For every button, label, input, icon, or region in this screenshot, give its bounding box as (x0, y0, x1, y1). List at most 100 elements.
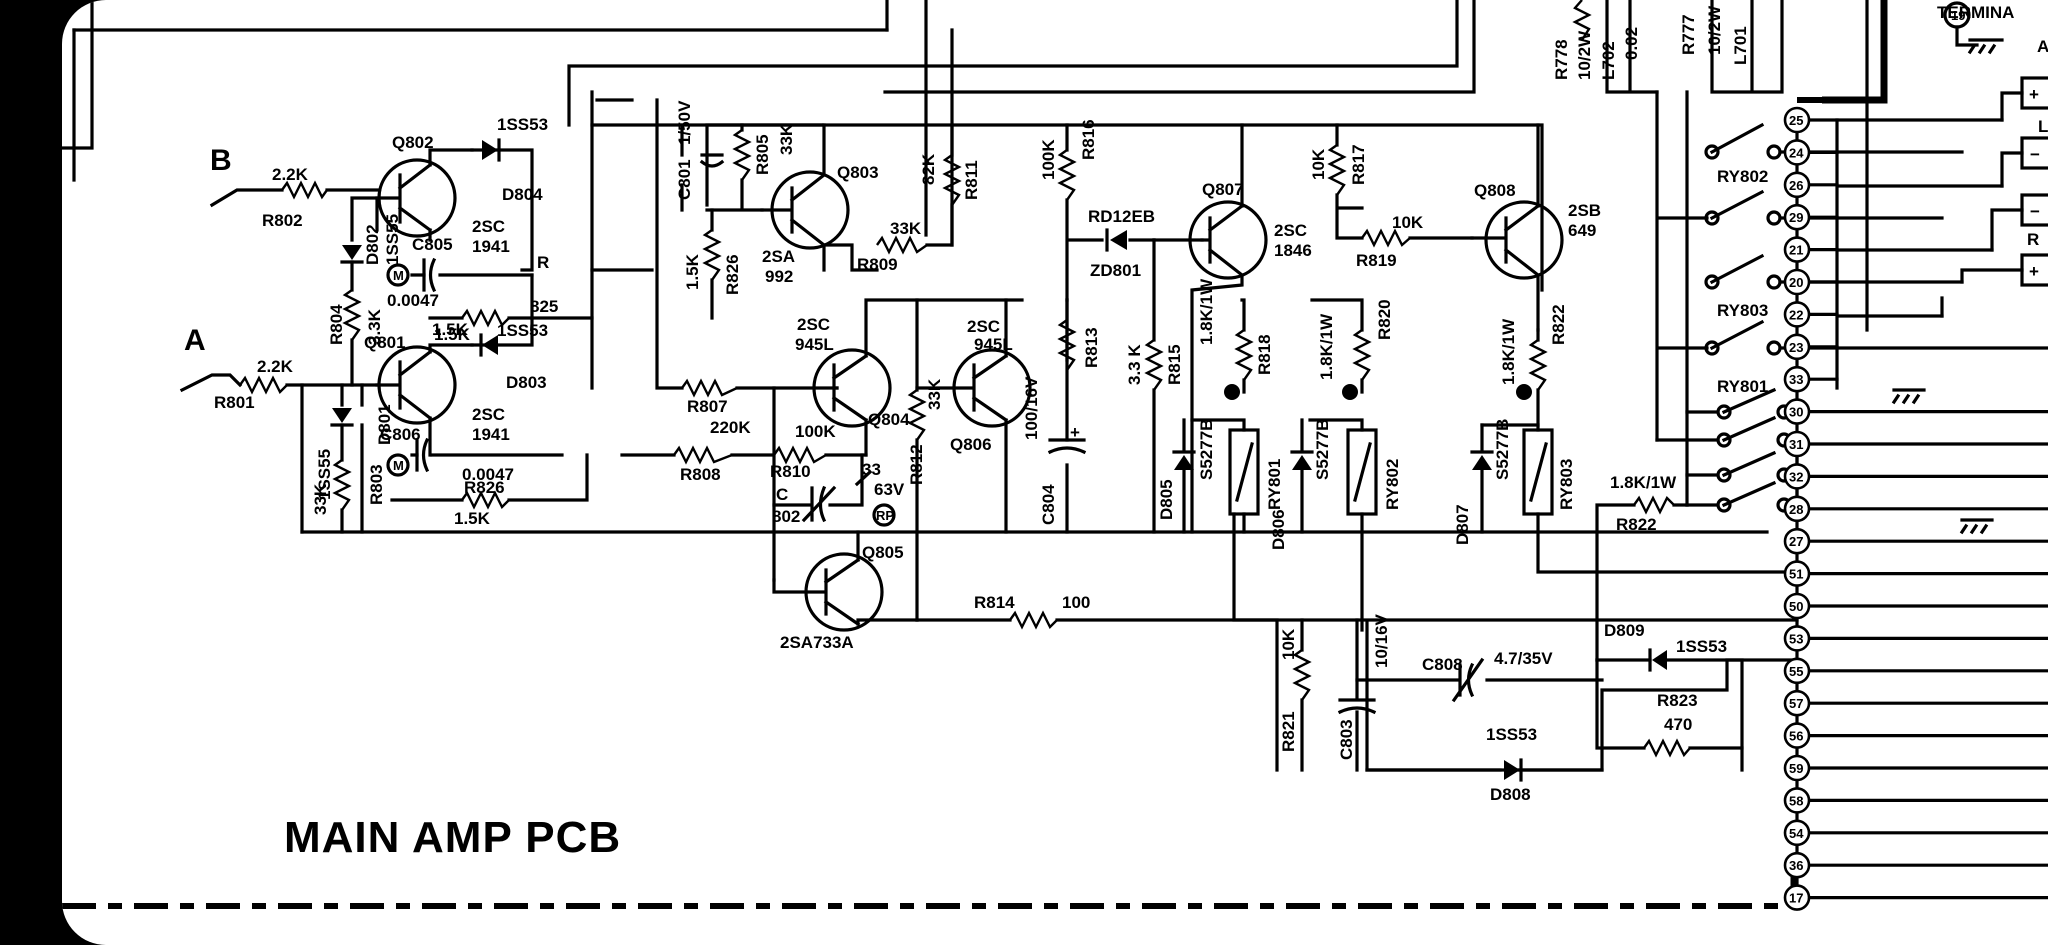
c806-value: 0.0047 (462, 465, 514, 484)
connector-pin[interactable] (1783, 819, 1811, 847)
connector-pin[interactable] (1783, 139, 1811, 166)
svg-text:+: + (2029, 262, 2039, 281)
d802-diode[interactable] (342, 245, 362, 260)
connector-pin[interactable] (1783, 463, 1811, 490)
c805-capacitor[interactable] (422, 257, 437, 293)
q805-leads (772, 530, 919, 627)
r824-ref: R823 (1657, 691, 1698, 710)
c801-ref: C801 (675, 159, 694, 200)
connector-pin[interactable] (1783, 884, 1811, 911)
c802-value-b: 63V (874, 480, 905, 499)
d801-diode[interactable] (332, 408, 352, 423)
connector-pin[interactable] (1783, 851, 1811, 879)
zd801-diode[interactable] (1110, 230, 1127, 250)
d806-diode[interactable] (1292, 455, 1312, 470)
connector-pin[interactable] (1783, 625, 1811, 652)
d802-part: 1SS55 (383, 214, 402, 265)
q806-type: 2SC (967, 317, 1000, 336)
d804-diode[interactable] (482, 140, 498, 160)
connector-pin-label: 53 (1789, 631, 1803, 646)
connector-pin[interactable] (1783, 787, 1811, 814)
r801-zigzag (239, 375, 288, 395)
r813-value: 100K (1039, 139, 1058, 180)
connector-pin[interactable] (1783, 754, 1811, 782)
connector-pin[interactable] (1783, 495, 1811, 523)
connector-pin[interactable] (1783, 301, 1811, 328)
r824-zigzag (1643, 738, 1691, 758)
connector-pin[interactable] (1783, 657, 1811, 685)
input-b-label: B (210, 144, 232, 177)
relay-driver-3: 1.8K/1W R822 S5277B D807 RY803 (1453, 304, 1799, 574)
connector-pin[interactable] (1783, 722, 1811, 749)
d808-diode[interactable] (1504, 760, 1520, 780)
connector-pin[interactable] (1783, 236, 1811, 263)
ground-symbols (1891, 38, 2004, 535)
ry803-contacts: RY803 (1704, 253, 1839, 356)
q808-part: 649 (1568, 221, 1596, 240)
main-connector: 2524262921202223333031322827515053555756… (1783, 106, 2048, 911)
q808-transistor[interactable] (1484, 200, 1564, 280)
connector-pin[interactable] (1783, 430, 1811, 458)
r817-ref: R817 (1349, 144, 1368, 185)
r806-zigzag (732, 129, 752, 181)
d805-diode[interactable] (1174, 455, 1194, 470)
connector-pin[interactable] (1783, 592, 1811, 620)
c803-capacitor[interactable] (1337, 618, 1377, 772)
zd801-part: RD12EB (1088, 207, 1155, 226)
connector-pin[interactable] (1783, 106, 1811, 134)
d809-ref: D809 (1604, 621, 1645, 640)
left-bracket (62, 0, 94, 150)
c804-capacitor[interactable] (1047, 438, 1087, 455)
r821-value: 10K (1279, 628, 1298, 660)
q807-transistor[interactable] (1188, 200, 1268, 280)
q807-leads (1190, 123, 1245, 534)
d803-diode[interactable] (482, 335, 498, 355)
svg-text:+: + (2029, 85, 2039, 104)
c808-value: 4.7/35V (1494, 649, 1553, 668)
r778-ref: R778 (1552, 39, 1571, 80)
connector-pin[interactable] (1783, 333, 1811, 361)
d807-diode[interactable] (1472, 455, 1492, 470)
connector-pin[interactable] (1783, 203, 1811, 231)
r815-value: 100 (1062, 593, 1090, 612)
connector-pin[interactable] (1783, 527, 1811, 555)
r825-zigzag (461, 308, 510, 328)
l701-ref: L701 (1731, 26, 1750, 65)
c805-value: 0.0047 (387, 291, 439, 310)
r819-value: 10K (1392, 213, 1424, 232)
connector-pin-label: 28 (1789, 502, 1803, 517)
c801-capacitor[interactable] (699, 153, 725, 168)
connector-pin[interactable] (1783, 268, 1811, 296)
d806-ref: D806 (1269, 509, 1288, 550)
c804-value: 100/16V (1022, 376, 1041, 440)
c805-ref: C805 (412, 235, 453, 254)
c808-capacitor[interactable] (1451, 657, 1485, 703)
c804-plus: + (1070, 423, 1080, 442)
r801-ref: R801 (214, 393, 255, 412)
connector-pin[interactable] (1783, 398, 1811, 425)
top-feed-4 (883, 0, 1476, 94)
q803-leads (760, 123, 827, 272)
d809-diode[interactable] (1652, 650, 1667, 670)
q804-transistor[interactable] (812, 348, 892, 428)
r822-ref: R822 (1549, 304, 1568, 345)
l702-value: 0.02 (1622, 27, 1641, 60)
r805-zigzag (702, 229, 722, 281)
c804-ref: C804 (1039, 484, 1058, 525)
q804-type: 2SC (797, 315, 830, 334)
r808-zigzag (673, 445, 733, 465)
connector-pin-label: 57 (1789, 696, 1803, 711)
connector-pin[interactable] (1783, 689, 1811, 717)
svg-text:M: M (393, 268, 404, 283)
d808-part: 1SS53 (1486, 725, 1537, 744)
c802-ref-c: C (776, 485, 788, 504)
d805-ref: D805 (1157, 479, 1176, 520)
r802-zigzag (281, 180, 328, 200)
connector-pin[interactable] (1783, 365, 1811, 393)
connector-pin[interactable] (1783, 560, 1811, 587)
d804-part: 1SS53 (497, 115, 548, 134)
connector-pin-label: 54 (1789, 826, 1804, 841)
connector-pin[interactable] (1783, 171, 1811, 199)
c806-capacitor[interactable] (415, 437, 430, 473)
r807-zigzag (681, 378, 738, 398)
